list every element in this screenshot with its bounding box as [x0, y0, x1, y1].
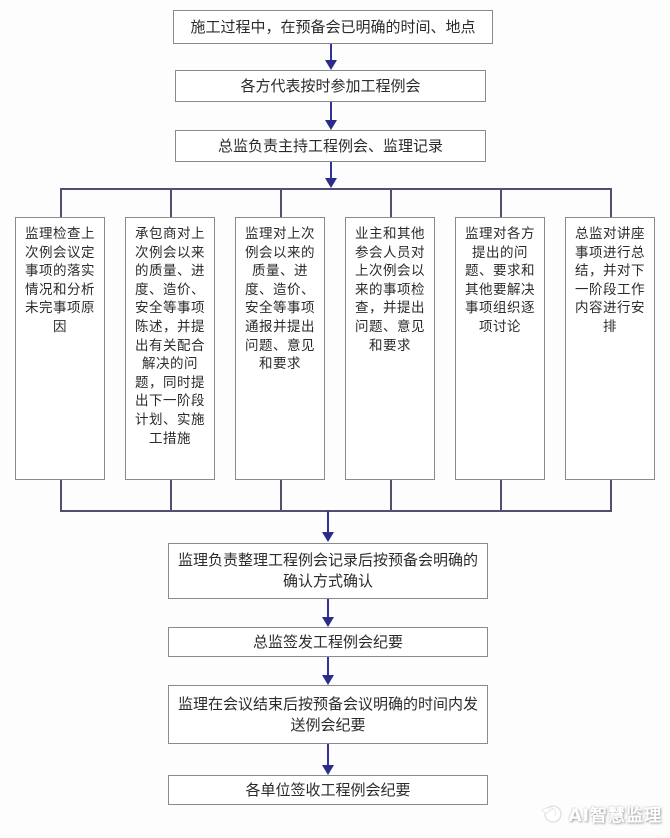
flow-arrow-down-icon [322, 744, 334, 775]
connector-stub [170, 188, 172, 217]
flow-column-chief-summary: 总监对讲座事项进行总结，并对下一阶段工作内容进行安排 [565, 217, 655, 480]
column-text: 业主和其他参会人员对上次例会以来的事项检查，并提出问题、意见和要求 [355, 226, 425, 354]
flow-box-attend-meeting: 各方代表按时参加工程例会 [175, 70, 486, 102]
flow-box-send-minutes: 监理在会议结束后按预备会议明确的时间内发送例会纪要 [168, 685, 488, 744]
connector-stub [390, 188, 392, 217]
connector-stub [610, 480, 612, 510]
connector-rail-bottom [60, 510, 612, 512]
connector-stub [280, 480, 282, 510]
flow-column-owner-review: 业主和其他参会人员对上次例会以来的事项检查，并提出问题、意见和要求 [345, 217, 435, 480]
flow-column-supervisor-report: 监理对上次例会以来的质量、进度、造价、安全等事项通报并提出问题、意见和要求 [235, 217, 325, 480]
flow-box-host-meeting: 总监负责主持工程例会、监理记录 [175, 130, 486, 162]
flow-arrow-down-icon [322, 599, 334, 627]
flow-box-sign-minutes: 总监签发工程例会纪要 [168, 627, 488, 657]
column-text: 监理对各方提出的问题、要求和其他要解决事项组织逐项讨论 [465, 226, 535, 335]
flow-box-record-confirm: 监理负责整理工程例会记录后按预备会明确的确认方式确认 [168, 543, 488, 599]
flow-arrow-down-icon [322, 511, 334, 542]
connector-stub [610, 188, 612, 217]
flow-column-discussion: 监理对各方提出的问题、要求和其他要解决事项组织逐项讨论 [455, 217, 545, 480]
flow-arrow-down-icon [325, 44, 337, 70]
wing-circle-logo-icon [540, 804, 562, 823]
flow-box-start: 施工过程中，在预备会已明确的时间、地点 [173, 10, 493, 44]
column-text: 承包商对上次例会以来的质量、进度、造价、安全等事项陈述，并提出有关配合解决的问题… [135, 226, 205, 447]
flow-arrow-down-icon [325, 102, 337, 130]
connector-stub [170, 480, 172, 510]
flow-arrow-down-icon [325, 162, 337, 188]
flow-arrow-down-icon [322, 657, 334, 685]
connector-stub [60, 480, 62, 510]
flow-box-receive-minutes: 各单位签收工程例会纪要 [168, 775, 488, 805]
watermark: AI智慧监理 [540, 801, 662, 826]
column-text: 总监对讲座事项进行总结，并对下一阶段工作内容进行安排 [575, 226, 645, 335]
flow-column-contractor-report: 承包商对上次例会以来的质量、进度、造价、安全等事项陈述，并提出有关配合解决的问题… [125, 217, 215, 480]
watermark-label: AI智慧监理 [568, 806, 662, 826]
column-text: 监理对上次例会以来的质量、进度、造价、安全等事项通报并提出问题、意见和要求 [245, 226, 315, 373]
connector-stub [500, 480, 502, 510]
connector-stub [390, 480, 392, 510]
column-text: 监理检查上次例会议定事项的落实情况和分析未完事项原因 [25, 226, 95, 335]
connector-stub [500, 188, 502, 217]
flow-column-supervisor-check: 监理检查上次例会议定事项的落实情况和分析未完事项原因 [15, 217, 105, 480]
connector-rail-top [60, 188, 612, 190]
connector-stub [280, 188, 282, 217]
connector-stub [60, 188, 62, 217]
